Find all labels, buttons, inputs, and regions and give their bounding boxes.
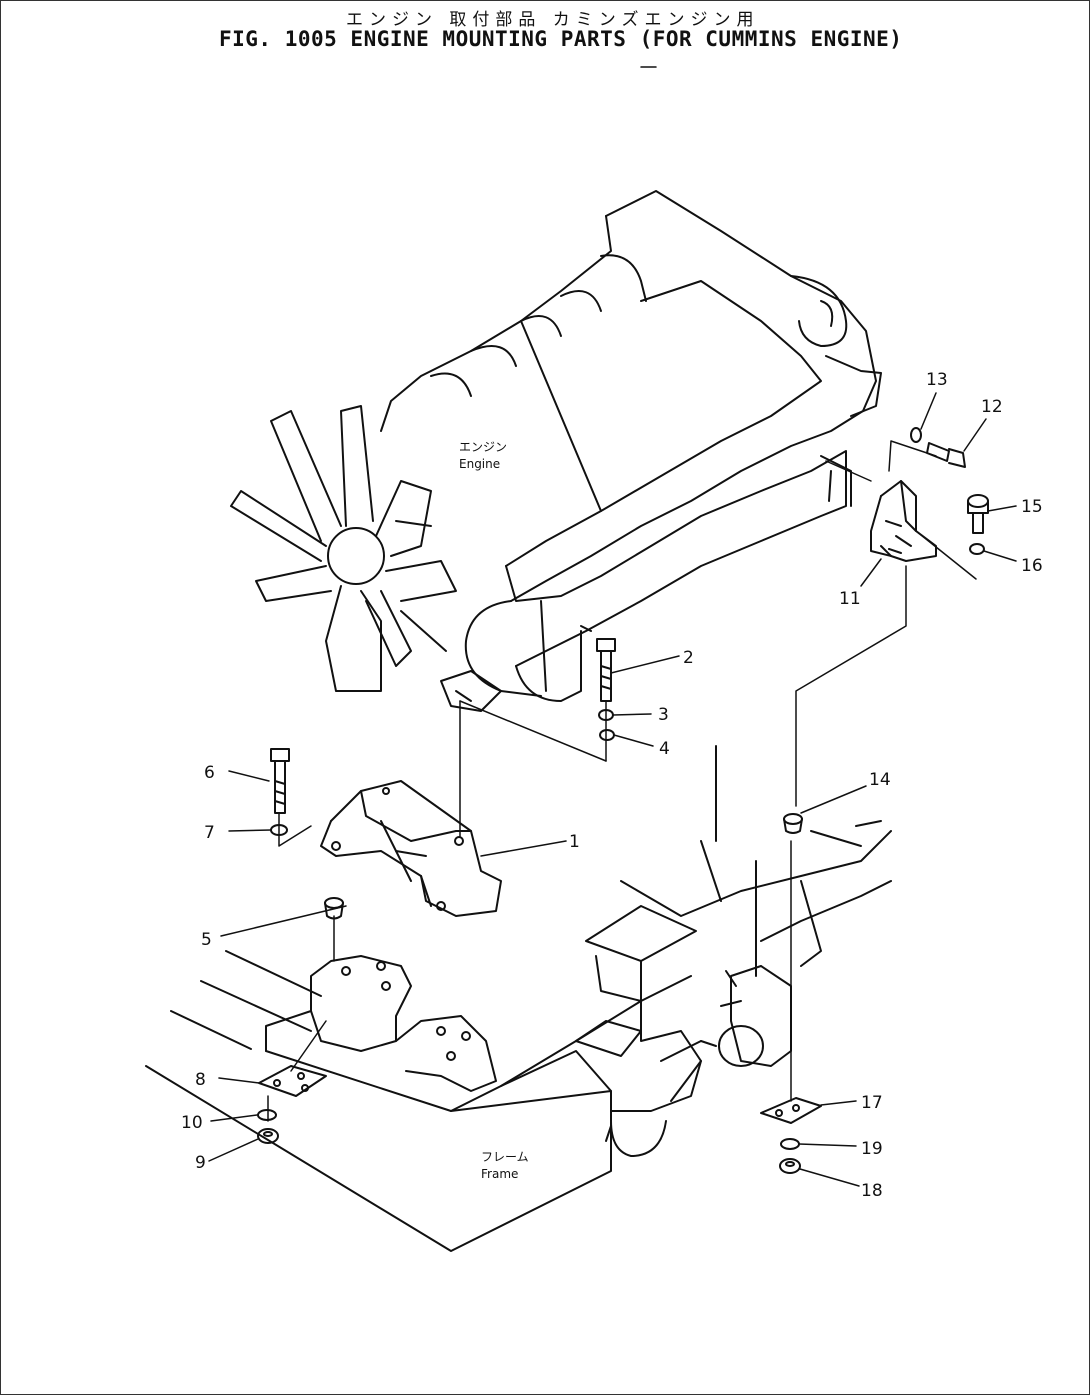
assembly-centerlines xyxy=(267,440,977,1122)
engine-caption: Engine xyxy=(459,457,500,471)
callout-19: 19 xyxy=(861,1139,883,1159)
washer-4 xyxy=(599,729,615,741)
callout-3: 3 xyxy=(658,705,669,725)
callout-9: 9 xyxy=(195,1153,206,1173)
leader-lines xyxy=(208,392,1017,1187)
plate-8 xyxy=(258,1065,327,1097)
callout-12: 12 xyxy=(981,397,1003,417)
callout-16: 16 xyxy=(1021,556,1043,576)
washer-16 xyxy=(969,543,985,555)
callout-4: 4 xyxy=(659,739,670,759)
callout-14: 14 xyxy=(869,770,891,790)
callout-5: 5 xyxy=(201,930,212,950)
vehicle-frame xyxy=(145,745,892,1252)
rear-mount-bracket xyxy=(870,480,937,562)
title-japanese: エンジン 取付部品 カミンズエンジン用 xyxy=(346,10,760,30)
plate-17 xyxy=(760,1097,822,1124)
bolt-12 xyxy=(926,442,966,468)
callout-18: 18 xyxy=(861,1181,883,1201)
cushion-14 xyxy=(783,813,803,834)
engine-block xyxy=(380,190,882,712)
callout-15: 15 xyxy=(1021,497,1043,517)
bolt-6 xyxy=(270,748,290,814)
callout-8: 8 xyxy=(195,1070,206,1090)
callout-numbers: 1 2 3 4 5 6 7 8 9 10 11 12 13 14 15 16 1… xyxy=(181,370,1043,1201)
washer-19 xyxy=(780,1138,800,1150)
callout-10: 10 xyxy=(181,1113,203,1133)
callout-6: 6 xyxy=(204,763,215,783)
callout-1: 1 xyxy=(569,832,580,852)
cooling-fan xyxy=(230,405,457,692)
frame-caption: Frame xyxy=(481,1167,518,1181)
engine-caption-jp: エンジン xyxy=(459,440,507,454)
figure-title: FIG. 1005 ENGINE MOUNTING PARTS (FOR CUM… xyxy=(219,27,903,51)
callout-7: 7 xyxy=(204,823,215,843)
bolt-2 xyxy=(596,638,616,702)
washer-13 xyxy=(910,427,922,443)
callout-11: 11 xyxy=(839,589,861,609)
callout-13: 13 xyxy=(926,370,948,390)
nut-18 xyxy=(779,1158,801,1174)
frame-caption-jp: フレーム xyxy=(481,1150,529,1164)
washer-10 xyxy=(257,1109,277,1121)
front-mount-bracket xyxy=(320,780,502,917)
bolt-15 xyxy=(967,494,989,534)
callout-17: 17 xyxy=(861,1093,883,1113)
nut-9 xyxy=(257,1128,279,1144)
callout-2: 2 xyxy=(683,648,694,668)
